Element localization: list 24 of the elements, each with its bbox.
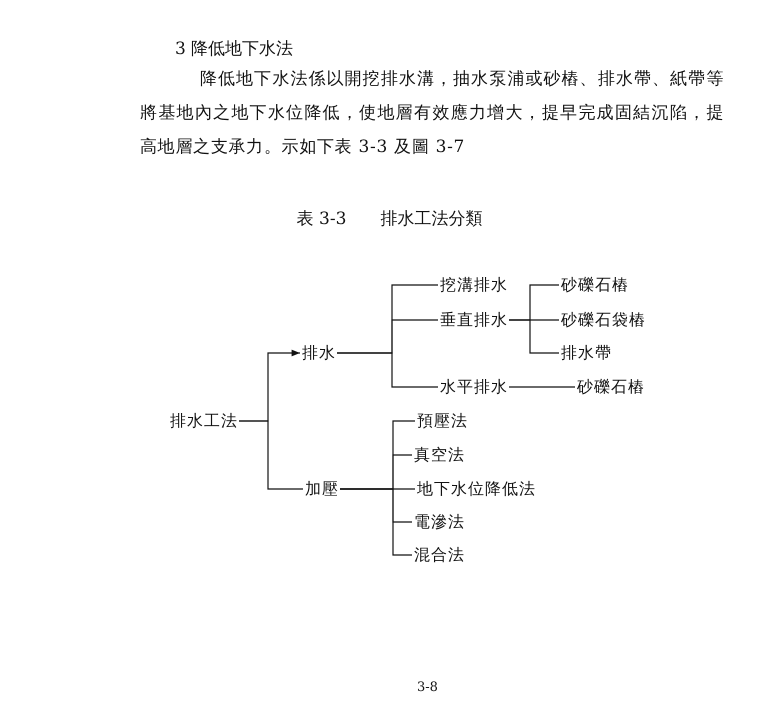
tree-label: 地下水位降低法 bbox=[417, 478, 536, 500]
tree-label: 垂直排水 bbox=[440, 309, 508, 331]
tree-label: 砂礫石樁 bbox=[577, 376, 645, 398]
connector-line bbox=[509, 386, 575, 388]
page-number: 3-8 bbox=[417, 680, 438, 695]
table-title: 表 3-3 排水工法分類 bbox=[296, 208, 484, 230]
tree-label: 排水工法 bbox=[170, 410, 238, 432]
section-heading: 3 降低地下水法 bbox=[175, 38, 294, 60]
tree-label: 砂礫石樁 bbox=[561, 274, 629, 296]
connector-line bbox=[509, 319, 559, 354]
tree-label: 真空法 bbox=[414, 444, 465, 466]
tree-label: 挖溝排水 bbox=[440, 274, 508, 296]
tree-label: 砂礫石袋樁 bbox=[561, 309, 646, 331]
paragraph: 降低地下水法係以開挖排水溝，抽水泵浦或砂樁、排水帶、紙帶等將基地內之地下水位降低，使地層有效應力增大，提早完成固結沉陷，提高地層之支承力。示如下表 3-3 及圖 3-7 bbox=[140, 68, 724, 159]
tree-label: 加壓 bbox=[305, 478, 339, 500]
connector-line bbox=[340, 488, 412, 556]
tree-label: 混合法 bbox=[414, 544, 465, 566]
tree-label: 排水 bbox=[302, 342, 336, 364]
connector-line bbox=[239, 420, 303, 490]
tree-label: 預壓法 bbox=[417, 410, 468, 432]
tree-label: 排水帶 bbox=[561, 342, 612, 364]
tree-label: 電滲法 bbox=[414, 511, 465, 533]
connector-line bbox=[337, 352, 438, 388]
tree-label: 水平排水 bbox=[440, 376, 508, 398]
